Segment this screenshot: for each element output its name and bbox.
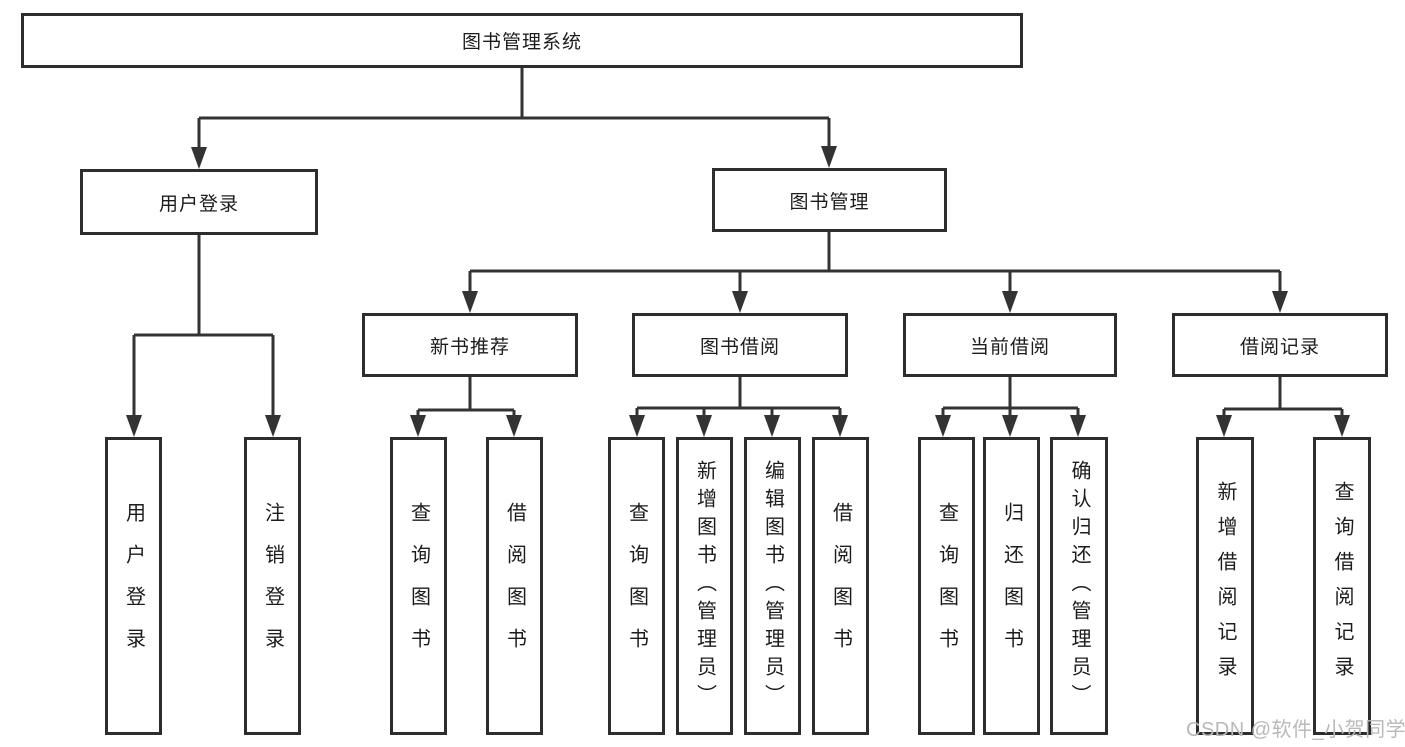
node-leaf-book-borrow-edit: 编辑图书（管理员） (744, 437, 801, 735)
node-leaf-borrow-record-query-label: 查询借阅记录 (1331, 481, 1353, 691)
arrowhead-user-login (191, 147, 207, 169)
arrowhead-book-mgmt (821, 146, 837, 168)
arrowhead-group-current-borrow (1002, 291, 1018, 313)
csdn-watermark: CSDN @软件_小贺同学 (1186, 719, 1405, 741)
node-user-login-label: 用户登录 (158, 193, 239, 215)
arrowhead-leaf-nb-query (410, 415, 426, 437)
node-borrow-record-label: 借阅记录 (1239, 336, 1320, 358)
node-new-book-group: 新书推荐 (362, 313, 578, 377)
arrowhead-leaf-login (126, 415, 142, 437)
arrowhead-group-book-borrow (732, 291, 748, 313)
node-leaf-book-borrow-edit-label: 编辑图书（管理员） (761, 460, 784, 712)
node-leaf-book-borrow-borrow: 借阅图书 (812, 437, 869, 735)
node-leaf-new-book-query-label: 查询图书 (407, 502, 430, 670)
connector-root (191, 68, 837, 169)
node-root-system: 图书管理系统 (21, 13, 1023, 68)
node-leaf-logout: 注销登录 (244, 437, 301, 735)
arrowhead-leaf-cb-confirm (1070, 415, 1086, 437)
node-book-mgmt-branch: 图书管理 (712, 168, 947, 232)
arrowhead-leaf-bb-query (629, 415, 645, 437)
node-leaf-borrow-record-add: 新增借阅记录 (1196, 437, 1254, 735)
node-leaf-user-login: 用户登录 (105, 437, 162, 735)
node-leaf-current-borrow-query-label: 查询图书 (935, 502, 958, 670)
node-leaf-current-borrow-confirm: 确认归还（管理员） (1050, 437, 1108, 735)
arrowhead-leaf-bb-borrow (832, 415, 848, 437)
node-new-book-label: 新书推荐 (429, 336, 510, 358)
connector-book-mgmt-groups (462, 232, 1288, 313)
arrowhead-leaf-br-add (1216, 415, 1232, 437)
node-leaf-book-borrow-query: 查询图书 (608, 437, 665, 735)
node-leaf-logout-label: 注销登录 (261, 502, 284, 670)
node-leaf-new-book-borrow-label: 借阅图书 (503, 502, 526, 670)
arrowhead-leaf-cb-return (1002, 415, 1018, 437)
node-leaf-current-borrow-confirm-label: 确认归还（管理员） (1068, 460, 1090, 712)
arrowhead-leaf-cb-query (935, 415, 951, 437)
connector-current-borrow-children (935, 377, 1086, 437)
node-user-login-branch: 用户登录 (80, 169, 318, 235)
arrowhead-leaf-br-query (1334, 415, 1350, 437)
node-leaf-borrow-record-add-label: 新增借阅记录 (1214, 481, 1236, 691)
arrowhead-leaf-bb-edit (764, 415, 780, 437)
arrowhead-leaf-logout (265, 415, 281, 437)
node-book-borrow-group: 图书借阅 (632, 313, 848, 377)
node-leaf-book-borrow-borrow-label: 借阅图书 (829, 502, 852, 670)
arrowhead-group-new-book (462, 291, 478, 313)
node-current-borrow-group: 当前借阅 (903, 313, 1117, 377)
node-current-borrow-label: 当前借阅 (969, 336, 1050, 358)
connector-new-book-children (410, 377, 522, 437)
node-book-mgmt-label: 图书管理 (789, 191, 870, 213)
node-book-borrow-label: 图书借阅 (699, 336, 780, 358)
node-borrow-record-group: 借阅记录 (1172, 313, 1388, 377)
node-leaf-current-borrow-return-label: 归还图书 (1000, 502, 1023, 670)
connector-user-login-children (126, 235, 281, 437)
node-leaf-current-borrow-return: 归还图书 (983, 437, 1040, 735)
arrowhead-group-borrow-record (1272, 291, 1288, 313)
node-leaf-book-borrow-add-label: 新增图书（管理员） (693, 460, 716, 712)
node-leaf-user-login-label: 用户登录 (122, 502, 145, 670)
node-leaf-borrow-record-query: 查询借阅记录 (1313, 437, 1371, 735)
arrowhead-leaf-bb-add (696, 415, 712, 437)
node-leaf-new-book-query: 查询图书 (390, 437, 447, 735)
node-leaf-new-book-borrow: 借阅图书 (486, 437, 543, 735)
arrowhead-leaf-nb-borrow (506, 415, 522, 437)
node-root-label: 图书管理系统 (461, 32, 582, 53)
connector-borrow-record-children (1216, 377, 1350, 437)
node-leaf-book-borrow-add: 新增图书（管理员） (676, 437, 733, 735)
node-leaf-current-borrow-query: 查询图书 (918, 437, 975, 735)
connector-book-borrow-children (629, 377, 848, 437)
node-leaf-book-borrow-query-label: 查询图书 (625, 502, 648, 670)
